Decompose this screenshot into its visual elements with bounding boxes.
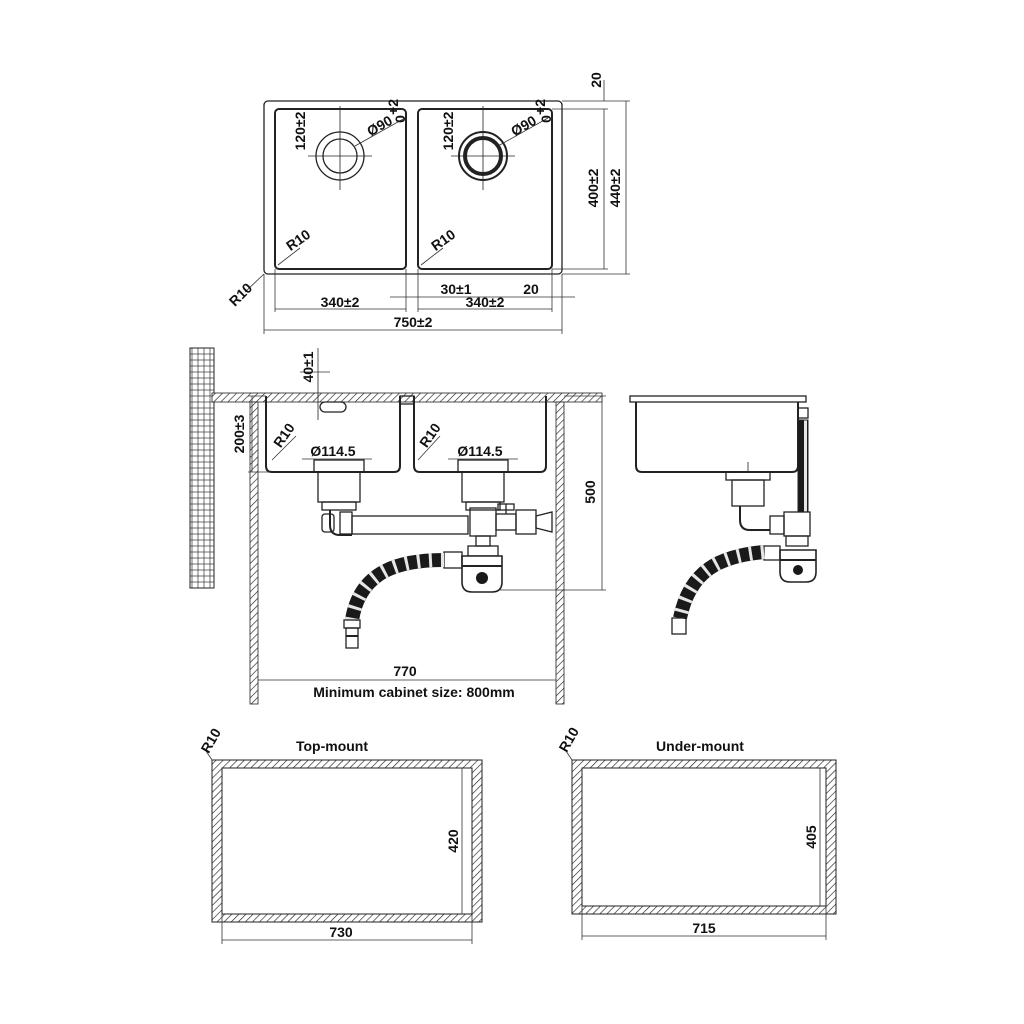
top-mount-frame xyxy=(211,759,483,923)
cabinet-side-right xyxy=(555,401,565,705)
drain-diameter-left-label: Ø114.5 xyxy=(310,443,355,459)
waste-diameter-left-label: Ø90 xyxy=(364,112,395,139)
waste-outlet-right xyxy=(451,106,549,190)
cabinet-depth-label: 500 xyxy=(582,480,598,504)
countertop xyxy=(211,392,603,403)
plan-view: 20 120±2 Ø90 +2 0 120±2 Ø90 +2 0 400±2 4… xyxy=(226,72,630,334)
section-radius-right-label: R10 xyxy=(416,420,444,450)
waste-tolerance-left-lower: 0 xyxy=(392,115,408,123)
side-countertop xyxy=(629,395,807,403)
hose-connector xyxy=(343,619,361,649)
drain-diameter-right-label: Ø114.5 xyxy=(457,443,502,459)
side-margin-label: 20 xyxy=(523,281,539,297)
bowl-height-label: 200±3 xyxy=(231,414,247,453)
bowl-width-left-label: 340±2 xyxy=(321,294,360,310)
top-mount-width-label: 730 xyxy=(329,924,353,940)
overall-width-label: 750±2 xyxy=(394,314,433,330)
minimum-cabinet-note: Minimum cabinet size: 800mm xyxy=(313,684,515,700)
waste-tolerance-left-upper: +2 xyxy=(385,99,401,115)
top-mount-radius-label: R10 xyxy=(197,725,224,755)
waste-outlet-left xyxy=(308,106,406,190)
overflow-outlet xyxy=(300,371,347,420)
flexible-hose xyxy=(345,553,445,622)
waste-offset-right-label: 120±2 xyxy=(440,111,456,150)
top-mount-cutout: Top-mount R10 420 730 xyxy=(197,725,483,944)
waste-tolerance-right-lower: 0 xyxy=(538,115,554,123)
connecting-pipe xyxy=(351,515,469,535)
cabinet-width-label: 770 xyxy=(393,663,417,679)
side-hose xyxy=(673,545,765,620)
radius-outer-label: R10 xyxy=(226,280,256,310)
side-trap xyxy=(763,535,817,583)
radius-bowl-right-label: R10 xyxy=(428,226,458,254)
side-waste xyxy=(725,471,785,535)
side-view xyxy=(629,395,817,635)
overall-depth-label: 440±2 xyxy=(607,168,623,207)
bowl-left xyxy=(274,108,407,270)
top-mount-height-label: 420 xyxy=(445,829,461,853)
under-mount-width-label: 715 xyxy=(692,920,716,936)
section-radius-left-label: R10 xyxy=(270,420,298,450)
under-mount-cutout: Under-mount R10 405 715 xyxy=(555,724,837,940)
section-view: 40±1 200±3 R10 R10 Ø114.5 Ø114.5 500 770… xyxy=(189,347,606,705)
tiled-wall xyxy=(189,347,215,589)
cabinet-side-left xyxy=(249,401,259,705)
bowl-right xyxy=(417,108,553,270)
overflow-height-label: 40±1 xyxy=(300,351,316,382)
under-mount-title: Under-mount xyxy=(656,738,744,754)
under-mount-frame xyxy=(571,759,837,915)
waste-body-right xyxy=(457,459,509,511)
waste-diameter-right-label: Ø90 xyxy=(508,112,539,139)
gap-between-bowls-label: 30±1 xyxy=(440,281,471,297)
under-mount-radius-label: R10 xyxy=(555,724,582,754)
side-bowl xyxy=(635,402,799,473)
waste-offset-left-label: 120±2 xyxy=(292,111,308,150)
bowl-width-right-label: 340±2 xyxy=(466,294,505,310)
waste-tolerance-right-upper: +2 xyxy=(532,99,548,115)
top-mount-title: Top-mount xyxy=(296,738,368,754)
bowl-depth-label: 400±2 xyxy=(585,168,601,207)
sink-outline xyxy=(263,100,563,275)
top-margin-label: 20 xyxy=(588,72,604,88)
bottle-trap xyxy=(443,503,553,593)
under-mount-height-label: 405 xyxy=(803,825,819,849)
